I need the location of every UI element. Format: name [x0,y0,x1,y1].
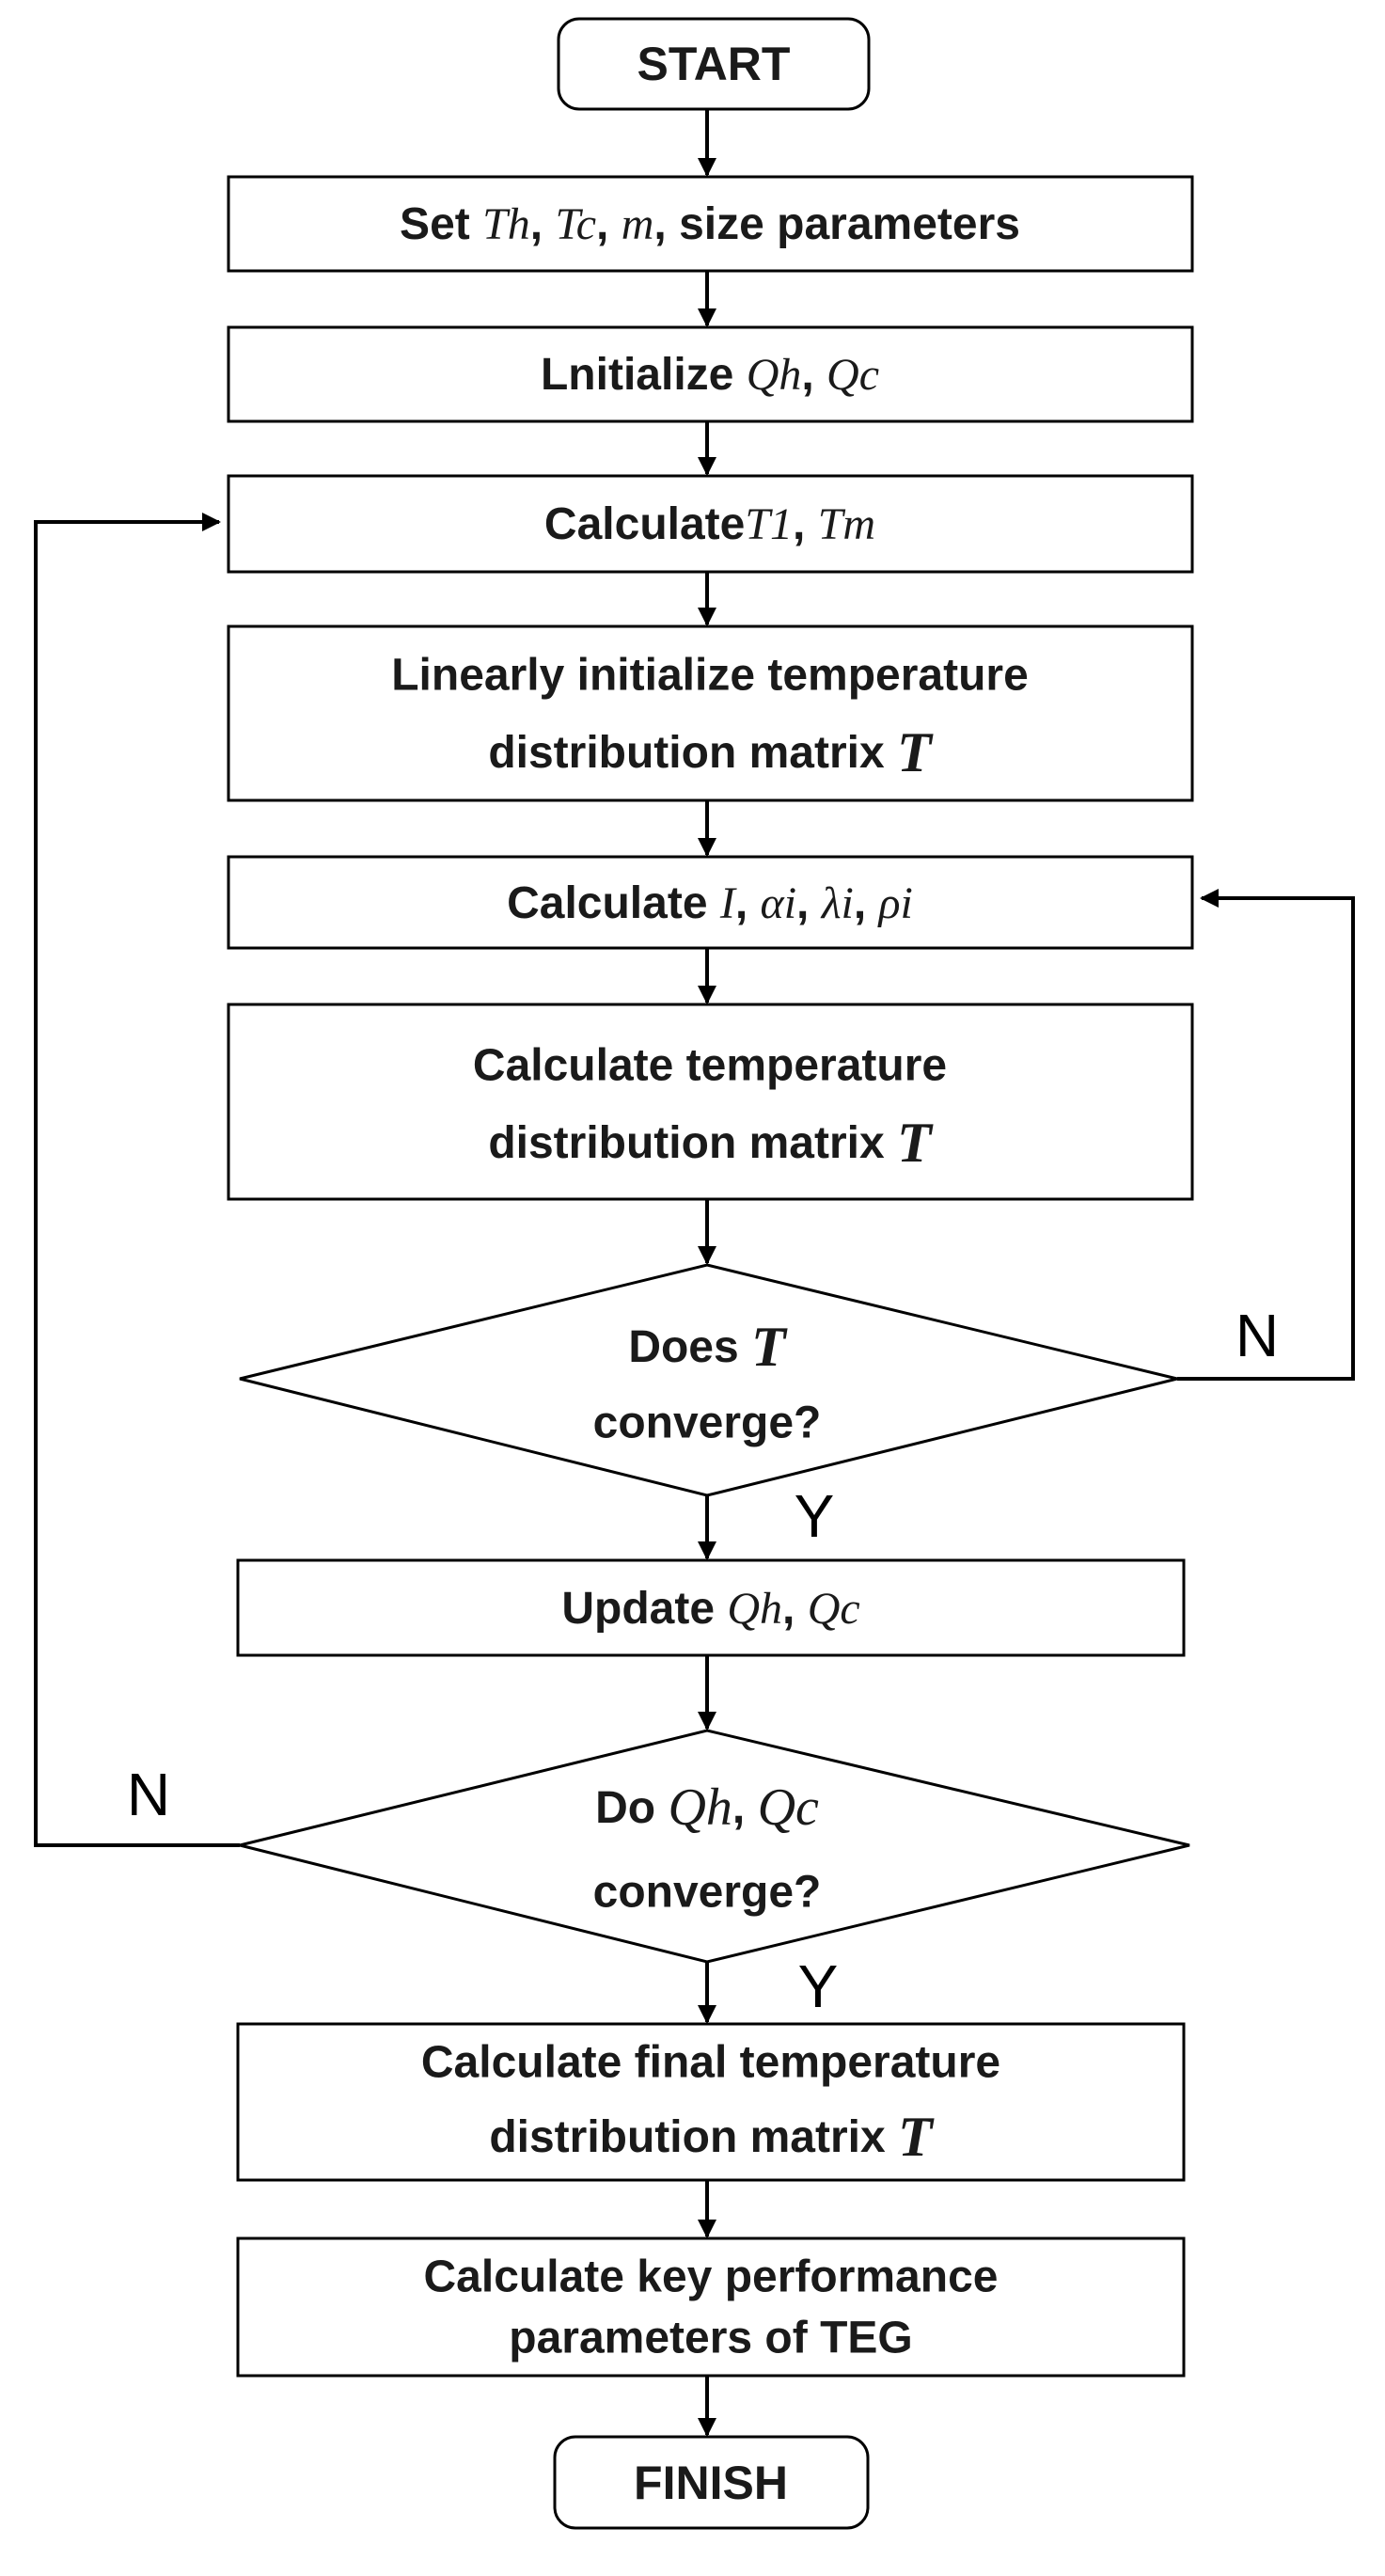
linear-init-line1: Linearly initialize temperature [391,651,1029,701]
edge-label-no-t: N [1235,1302,1279,1369]
linear-init-line2: distribution matrix T [488,721,934,783]
decision-q-line2: converge? [593,1868,822,1918]
calculate-temperature-box: Calculate temperature distribution matri… [227,1003,1194,1201]
decision-q-converge: Do Qh, Qc converge? [239,1729,1190,1964]
calculate-properties-box: Calculate I, αi, λi, ρi [227,855,1194,950]
final-temperature-line2: distribution matrix T [489,2106,935,2168]
key-performance-line1: Calculate key performance [424,2252,999,2302]
loop-back-no-Q [34,513,240,1847]
decision-q-line1: Do Qh, Qc [595,1778,819,1837]
update-q-text: Update Qh, Qc [561,1584,859,1634]
start-terminal: START [557,17,871,111]
calculate-temperature-line2: distribution matrix T [488,1112,934,1174]
decision-t-line2: converge? [593,1399,822,1448]
connectors [34,109,1355,2437]
calculate-t1-box: CalculateT1, Tm [227,474,1194,574]
key-performance-line2: parameters of TEG [509,2314,912,2363]
initialize-q-box: Lnitialize Qh, Qc [227,325,1194,423]
calculate-properties-text: Calculate I, αi, λi, ρi [507,878,913,928]
update-q-box: Update Qh, Qc [236,1558,1186,1657]
linear-init-box: Linearly initialize temperature distribu… [227,624,1194,802]
loop-back-no-T [1177,889,1355,1381]
finish-label: FINISH [634,2457,788,2509]
calculate-t1-text: CalculateT1, Tm [544,499,875,549]
final-temperature-line1: Calculate final temperature [421,2038,1000,2088]
initialize-q-text: Lnitialize Qh, Qc [541,350,879,400]
final-temperature-box: Calculate final temperature distribution… [236,2022,1186,2182]
key-performance-box: Calculate key performance parameters of … [236,2236,1186,2378]
edge-label-yes-t: Y [795,1482,835,1550]
set-parameters-box: Set Th, Tc, m, size parameters [227,175,1194,273]
edge-label-no-q: N [127,1761,170,1828]
edge-label-yes-q: Y [798,1952,839,2020]
decision-t-line1: Does T [628,1316,788,1378]
calculate-temperature-line1: Calculate temperature [473,1041,947,1091]
finish-terminal: FINISH [553,2435,870,2530]
set-parameters-text: Set Th, Tc, m, size parameters [400,199,1020,249]
start-label: START [637,38,791,90]
decision-t-converge: Does T converge? [239,1263,1178,1497]
